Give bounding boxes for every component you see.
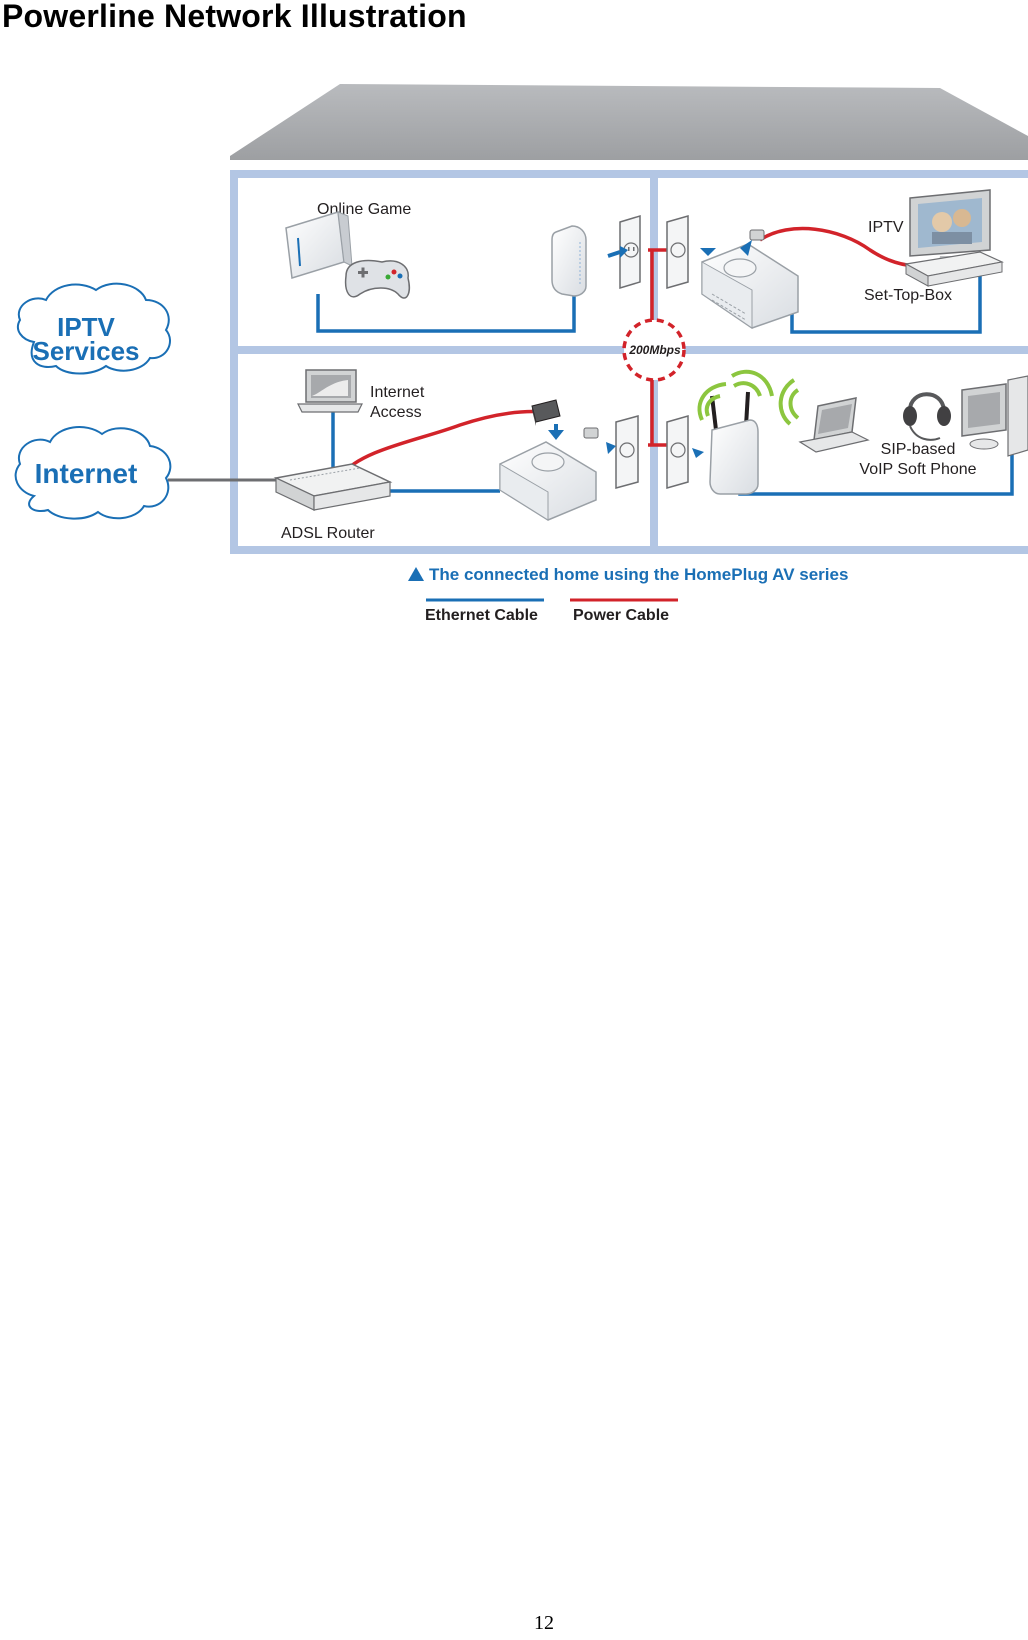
- internet-access-label-line2: Access: [370, 404, 422, 421]
- internet-cloud-label: Internet: [35, 458, 138, 489]
- powerline-adapter-passthrough-lower: [499, 441, 597, 521]
- plug-arrow-head: [692, 448, 704, 458]
- set-top-box-icon: [904, 251, 1004, 287]
- laptop-icon-lower-left: [297, 369, 363, 413]
- speed-label: 200Mbps: [628, 343, 681, 357]
- ethernet-cable-game: [316, 294, 576, 333]
- power-plug-icon: [749, 229, 765, 241]
- game-console: [285, 211, 353, 279]
- wireless-powerline-adapter: [709, 391, 759, 495]
- adsl-router-label: ADSL Router: [281, 525, 375, 542]
- power-plug-icon: [583, 427, 599, 439]
- wifi-signal-icon: [697, 369, 800, 426]
- plug-arrow: [607, 250, 621, 258]
- iptv-services-cloud: IPTV Services: [16, 282, 171, 375]
- iptv-services-label-line2: Services: [33, 336, 140, 366]
- powerline-network-diagram: 200Mbps Online Game: [14, 84, 1028, 624]
- sip-label-line2: VoIP Soft Phone: [859, 461, 976, 478]
- wall-outlet-upper-left: [619, 214, 641, 290]
- laptop-icon-lower-right: [798, 397, 870, 453]
- adsl-router-icon: [273, 463, 393, 511]
- caption-triangle-icon: [408, 567, 424, 581]
- internet-cloud: Internet: [14, 426, 172, 520]
- wall-outlet-lower-right: [666, 415, 689, 489]
- legend-power-label: Power Cable: [573, 607, 669, 624]
- sip-label-line1: SIP-based: [881, 441, 956, 458]
- diagram-caption: The connected home using the HomePlug AV…: [429, 565, 848, 584]
- wall-outlet-lower-left: [615, 415, 639, 489]
- speed-indicator: 200Mbps: [622, 318, 686, 382]
- wall-outlet-upper-right: [666, 215, 689, 289]
- gamepad-icon: [344, 259, 410, 299]
- power-adapter-brick: [531, 399, 561, 426]
- plug-arrow-head: [620, 246, 628, 258]
- powerline-adapter-upper-left: [551, 225, 587, 297]
- page-title: Powerline Network Illustration: [2, 0, 467, 34]
- internet-access-label-line1: Internet: [370, 384, 425, 401]
- ethernet-cable-stb: [790, 264, 982, 334]
- page-number: 12: [534, 1612, 554, 1634]
- ethernet-cables: [316, 264, 1014, 496]
- legend-ethernet-label: Ethernet Cable: [425, 607, 538, 624]
- powerline-adapter-passthrough-upper: [701, 243, 799, 329]
- plug-arrow-head: [606, 442, 616, 454]
- headset-icon: [903, 392, 951, 441]
- house-roof: [230, 84, 1028, 160]
- set-top-box-label: Set-Top-Box: [864, 287, 952, 304]
- plug-arrow-head: [700, 248, 716, 256]
- plug-arrow-head: [548, 430, 564, 440]
- plug-arrow-head: [740, 240, 752, 256]
- desktop-computer-icon: [961, 375, 1028, 457]
- iptv-label: IPTV: [868, 219, 904, 236]
- iptv-services-label-line1: IPTV: [57, 312, 115, 342]
- power-cables: [340, 226, 916, 477]
